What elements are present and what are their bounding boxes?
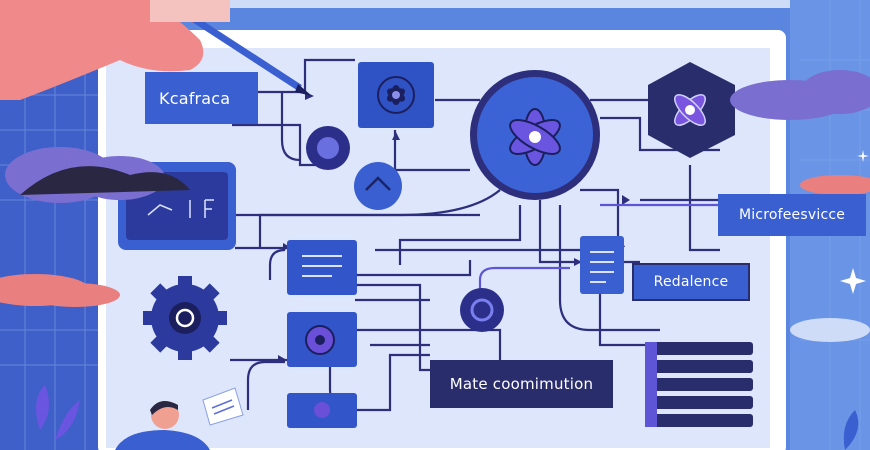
note-card-icon bbox=[202, 387, 244, 426]
redalence-label: Redalence bbox=[632, 263, 750, 301]
sparkle-icon bbox=[840, 150, 869, 294]
list-node-1 bbox=[287, 240, 357, 295]
storage-stack-icon bbox=[645, 342, 753, 427]
microservice-label: Microfeesvicce bbox=[718, 194, 866, 236]
leaf-icon bbox=[36, 385, 80, 440]
data-coordination-label: Mate coomimution bbox=[430, 360, 613, 408]
flower-icon bbox=[509, 108, 561, 166]
cloud-pink-left bbox=[0, 274, 120, 307]
leaf-icon bbox=[843, 410, 859, 450]
cloud-right-pink bbox=[800, 175, 870, 195]
round-node-3 bbox=[460, 288, 504, 332]
flower-icon bbox=[674, 94, 706, 126]
left-dark-band bbox=[0, 60, 105, 450]
person-icon bbox=[115, 401, 210, 450]
pencil-icon bbox=[178, 7, 312, 96]
kafka-label: Kcafraca bbox=[159, 88, 231, 108]
cloud-left-dark bbox=[20, 166, 190, 195]
cloud-right bbox=[730, 70, 870, 120]
kafka-box-bg bbox=[145, 72, 258, 124]
flower-icon bbox=[377, 76, 415, 114]
top-strip bbox=[110, 0, 790, 8]
gear-icon bbox=[143, 276, 227, 360]
accent-lines bbox=[478, 203, 720, 300]
vertical-panel bbox=[580, 236, 624, 294]
round-node-2 bbox=[354, 162, 402, 210]
